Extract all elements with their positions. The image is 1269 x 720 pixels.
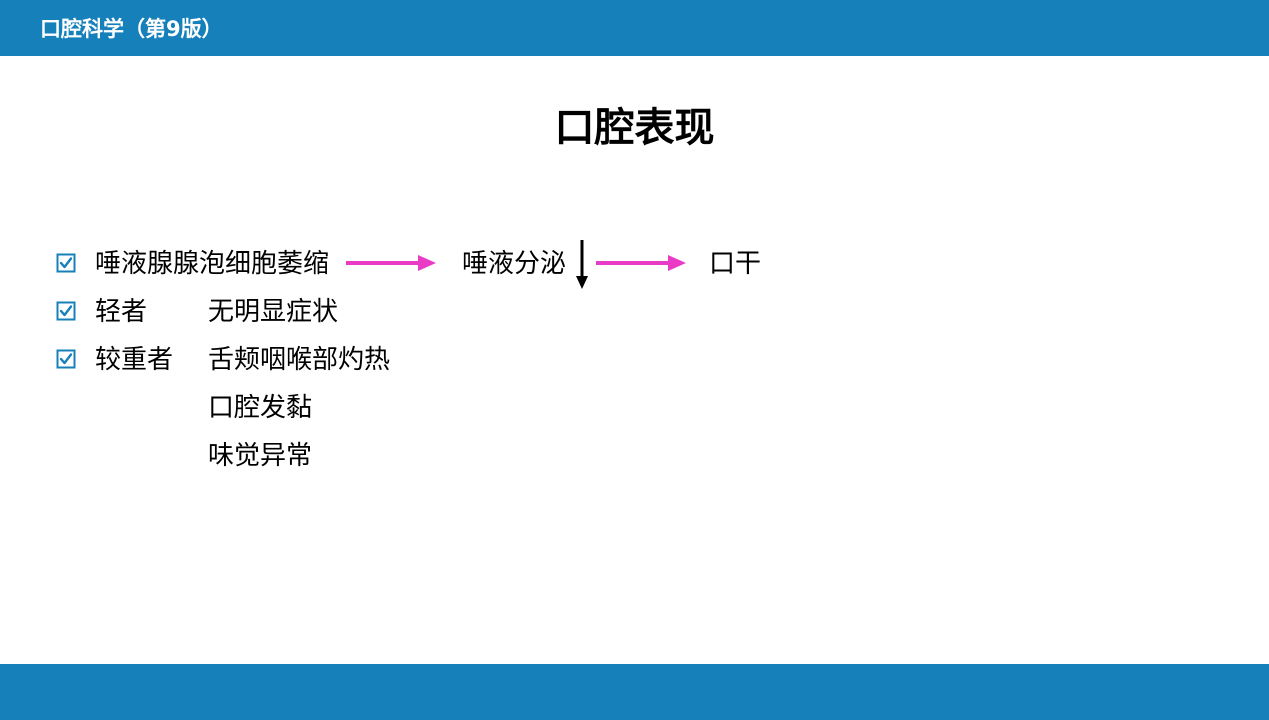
arrow-down-icon [576, 240, 588, 289]
slide-title: 口腔表现 [554, 105, 715, 151]
checked-box-icon [56, 301, 76, 321]
course-title: 口腔科学（第9版） [40, 17, 223, 41]
arrow-right-icon [596, 255, 686, 271]
checked-box-icon [56, 253, 76, 273]
header-bar: 口腔科学（第9版） [0, 0, 1269, 56]
item-detail-mild: 无明显症状 [208, 297, 339, 327]
flow-step-saliva-secretion: 唾液分泌 [462, 249, 567, 279]
arrow-right-icon [346, 255, 436, 271]
footer-bar [0, 664, 1269, 720]
item-detail-severe-1: 舌颊咽喉部灼热 [208, 345, 391, 375]
item-label-mild: 轻者 [95, 297, 148, 327]
item-label-severe: 较重者 [95, 345, 174, 375]
item-detail-severe-2: 口腔发黏 [208, 393, 313, 423]
item-label-atrophy: 唾液腺腺泡细胞萎缩 [95, 249, 330, 279]
item-detail-severe-3: 味觉异常 [208, 441, 313, 471]
flow-step-dry-mouth: 口干 [709, 249, 762, 279]
checked-box-icon [56, 349, 76, 369]
